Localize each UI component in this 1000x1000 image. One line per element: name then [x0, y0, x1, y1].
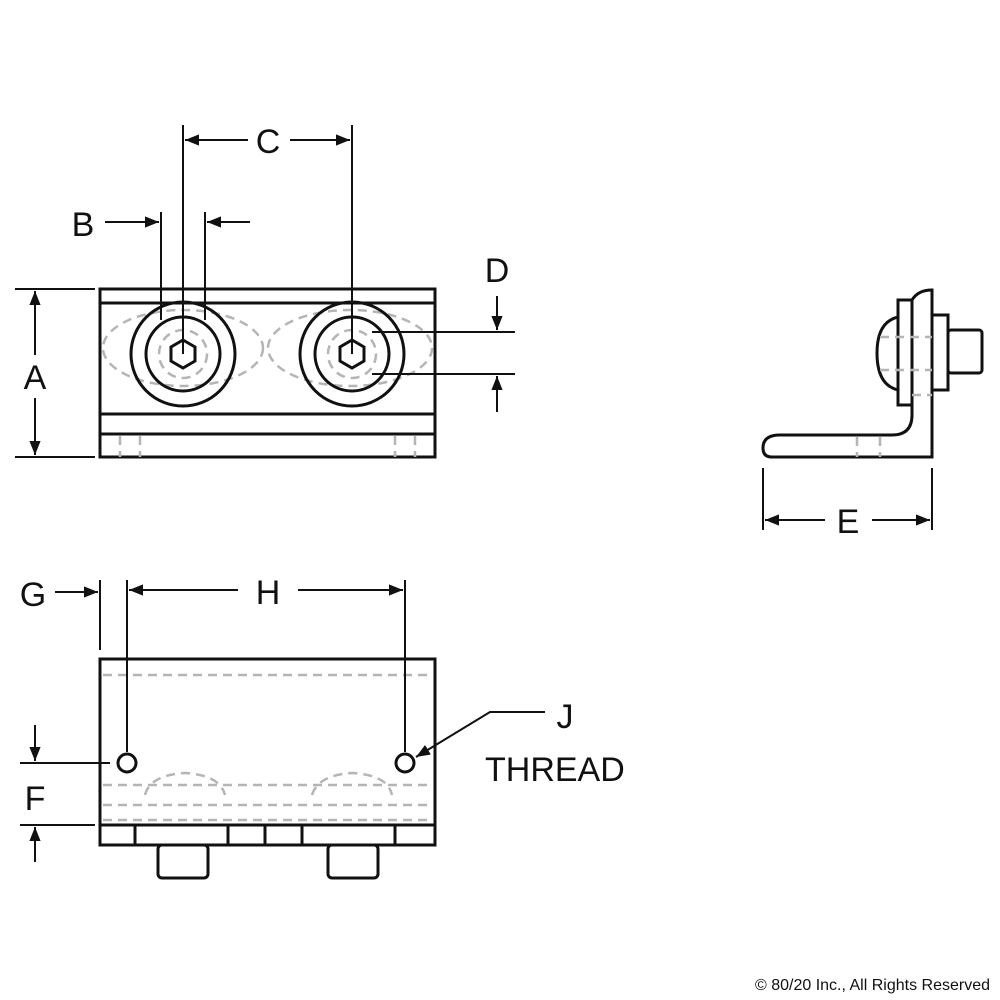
label-thread: THREAD: [485, 751, 625, 789]
label-g: G: [20, 576, 46, 614]
thread-hole-right: [394, 752, 416, 774]
top-view: [98, 657, 437, 880]
stud-right: [326, 843, 380, 880]
label-b: B: [72, 206, 95, 244]
label-c: C: [256, 123, 281, 161]
dimension-g: G: [20, 576, 101, 650]
dimension-h: H: [126, 574, 406, 752]
dimension-c: C: [182, 123, 353, 354]
side-view: [761, 288, 984, 459]
label-j: J: [557, 698, 574, 736]
label-a: A: [24, 359, 47, 397]
dimension-b: B: [72, 206, 250, 320]
copyright-notice: © 80/20 Inc., All Rights Reserved: [755, 977, 990, 994]
dimension-e: E: [762, 468, 933, 541]
dimension-f: F: [20, 725, 110, 862]
stud-left: [156, 843, 210, 880]
thread-hole-left: [116, 752, 138, 774]
label-f: F: [25, 780, 46, 818]
dimension-a: A: [15, 288, 95, 458]
label-h: H: [256, 574, 281, 612]
label-e: E: [837, 503, 860, 541]
dimension-d: D: [372, 252, 515, 412]
callout-j-thread: J THREAD: [415, 698, 625, 789]
front-view: [98, 287, 437, 459]
label-d: D: [485, 252, 510, 290]
